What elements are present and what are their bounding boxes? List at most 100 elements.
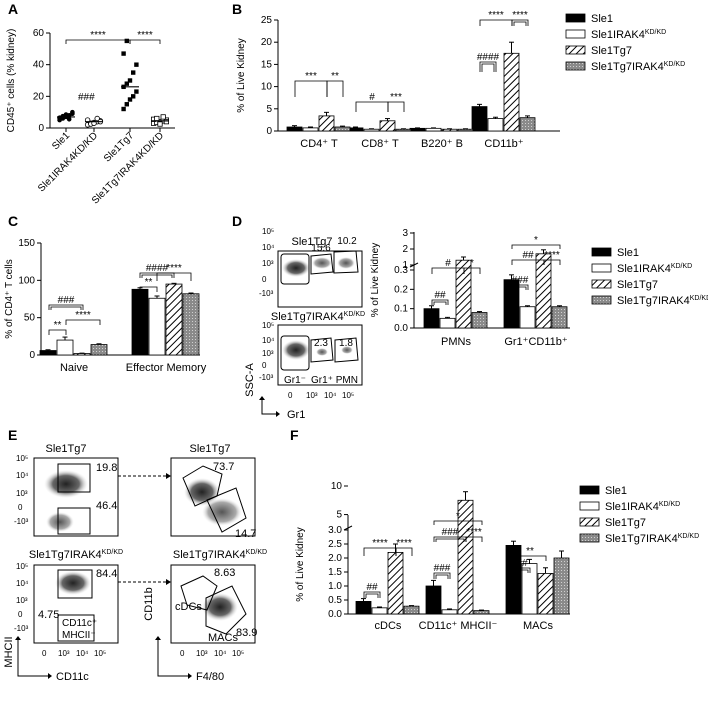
legend-name: Sle1Tg7IRAK4 — [591, 61, 664, 73]
flow-x-tick: 10⁵ — [232, 649, 244, 658]
arrowhead — [155, 636, 161, 640]
flow-title-main: Sle1Tg7IRAK4 — [29, 549, 102, 561]
legend-sup: KD/KD — [690, 295, 708, 302]
bar — [471, 312, 488, 329]
sig-label: **** — [488, 10, 504, 21]
flow-x-tick: 10⁴ — [214, 649, 227, 658]
bar — [131, 288, 149, 356]
flow-title-sup: KD/KD — [102, 549, 123, 556]
legend-label: Sle1Tg7 — [591, 45, 632, 57]
sig-bracket — [139, 286, 158, 292]
flow-y-tick: 10⁵ — [16, 454, 28, 463]
flow-y-tick: 10³ — [262, 259, 274, 268]
gate — [182, 465, 223, 507]
gate — [310, 253, 334, 275]
panel-label-c: C — [8, 213, 18, 229]
sig-bracket-inner — [435, 538, 465, 542]
y-tick-label: 0.0 — [328, 609, 342, 620]
legend-swatch — [579, 501, 600, 511]
flow-axis-label: CD11b — [143, 587, 155, 620]
y-tick-label: 10 — [331, 481, 343, 492]
data-point — [127, 78, 133, 83]
bar — [182, 293, 200, 356]
y-tick-label: 0 — [38, 123, 44, 134]
sig-bracket — [326, 80, 344, 97]
bar — [439, 317, 456, 329]
bar — [537, 573, 554, 615]
legend-swatch — [579, 533, 600, 543]
sig-label: * — [470, 258, 474, 269]
sig-bracket — [48, 329, 67, 335]
flow-e: Sle1Tg719.846.4Sle1Tg773.714.7Sle1Tg7IRA… — [3, 443, 267, 683]
gate — [57, 569, 93, 599]
bar — [551, 306, 568, 329]
legend-sup: KD/KD — [678, 533, 699, 540]
legend-swatch — [591, 263, 612, 273]
x-tick-label: Gr1⁺CD11b⁺ — [504, 336, 568, 348]
x-tick-label: CD8⁺ T — [361, 138, 399, 150]
x-tick-label: CD11c⁺ MHCII⁻ — [419, 620, 498, 632]
legend-swatch — [579, 517, 600, 527]
legend-label: Sle1Tg7 — [617, 279, 658, 291]
sig-bracket — [355, 101, 389, 112]
legend-sup: KD/KD — [664, 61, 685, 68]
bar — [423, 308, 440, 329]
y-tick-label: 1.0 — [328, 581, 342, 592]
sig-label: **** — [166, 263, 182, 274]
panel-label-a: A — [8, 1, 18, 17]
legend-d: Sle1Sle1IRAK4KD/KDSle1Tg7Sle1Tg7IRAK4KD/… — [591, 247, 708, 307]
sig-bracket — [363, 591, 381, 598]
sig-label: # — [369, 92, 375, 103]
arrowhead — [48, 673, 52, 679]
flow-x-tick: 10⁵ — [94, 649, 106, 658]
event-density — [202, 498, 242, 526]
legend-label: Sle1Tg7 — [605, 517, 646, 529]
sig-bracket-inner — [481, 63, 495, 72]
legend-swatch — [565, 29, 586, 39]
gate — [206, 487, 247, 533]
flow-y-tick: 10³ — [16, 596, 28, 605]
flow-x-tick: 0 — [180, 649, 185, 658]
y-tick-label: 0 — [29, 350, 35, 361]
flow-x-tick: 0 — [42, 649, 47, 658]
sig-bracket — [511, 244, 561, 249]
flow-y-tick: -10³ — [259, 289, 274, 298]
y-tick-label: 0.5 — [328, 595, 342, 606]
gate-label: Gr1⁺ PMN — [311, 375, 358, 386]
arrowhead — [259, 396, 265, 400]
flow-x-tick: 0 — [288, 391, 293, 400]
bar — [441, 609, 458, 615]
sig-label: **** — [396, 538, 412, 549]
sig-bracket — [513, 567, 531, 573]
legend-sup: KD/KD — [645, 29, 666, 36]
x-tick-label: cDCs — [375, 620, 402, 632]
gate-value: 15.6 — [311, 243, 331, 254]
y-tick-label: 1 — [402, 260, 408, 271]
bar — [363, 128, 380, 132]
y-tick-label: 15 — [261, 59, 273, 70]
legends-layer: Sle1Sle1IRAK4KD/KDSle1Tg7Sle1Tg7IRAK4KD/… — [565, 13, 708, 545]
y-tick-label: 2.0 — [328, 553, 342, 564]
sig-bracket — [463, 267, 481, 274]
event-density — [282, 340, 310, 360]
y-tick-label: 40 — [33, 60, 45, 71]
legend-swatch — [565, 45, 586, 55]
flow-y-tick: 10⁵ — [262, 227, 274, 236]
sig-label: ** — [526, 546, 534, 557]
flow-title: Sle1Tg7IRAK4KD/KD — [29, 549, 123, 561]
x-tick-label: Effector Memory — [126, 362, 207, 374]
sig-bracket — [395, 547, 413, 556]
gate — [180, 575, 218, 611]
legend-name: Sle1Tg7 — [617, 279, 658, 291]
data-point — [127, 97, 133, 102]
sig-bracket — [65, 319, 101, 325]
bar — [387, 552, 404, 615]
data-point — [131, 94, 136, 99]
gate — [205, 585, 247, 635]
x-tick-label: CD4⁺ T — [300, 138, 338, 150]
sig-label: **** — [137, 30, 153, 41]
event-density — [46, 512, 74, 532]
bar — [471, 106, 488, 132]
